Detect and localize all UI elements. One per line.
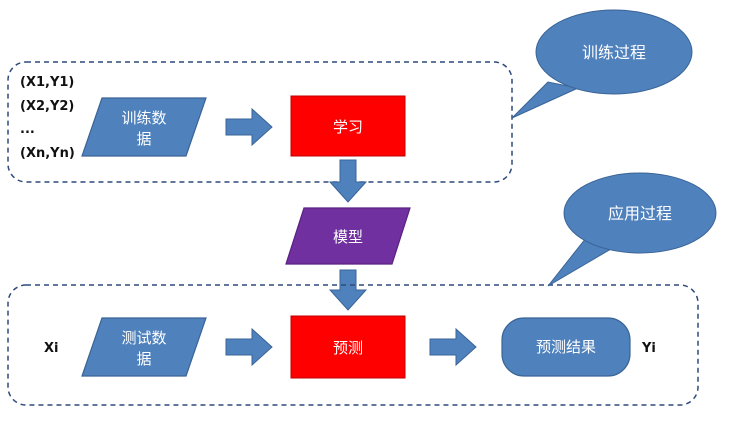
- application-callout: 应用过程: [547, 172, 717, 287]
- training-data-label-line2: 据: [136, 130, 151, 148]
- test-output-label: Yi: [641, 341, 656, 356]
- training-samples: (X1,Y1) (X2,Y2) ... (Xn,Yn): [20, 75, 75, 161]
- arrow-learn-to-model: [328, 159, 368, 203]
- sample-n: (Xn,Yn): [20, 146, 75, 161]
- test-data-node: 测试数 据: [81, 317, 207, 377]
- arrow-predict-to-result: [429, 327, 477, 367]
- test-data-shape: [81, 317, 207, 377]
- result-box: [501, 317, 631, 377]
- training-callout-label: 训练过程: [582, 43, 646, 62]
- training-region: [7, 61, 513, 183]
- predict-box: [290, 315, 406, 379]
- result-node: 预测结果: [501, 317, 631, 377]
- model-node: 模型: [285, 207, 411, 265]
- arrow-model-to-predict: [328, 269, 368, 311]
- sample-1: (X1,Y1): [20, 75, 74, 90]
- model-shape: [285, 207, 411, 265]
- sample-ellipsis: ...: [20, 122, 35, 137]
- application-callout-label: 应用过程: [608, 204, 672, 223]
- test-data-label-line2: 据: [136, 350, 151, 368]
- predict-label: 预测: [333, 339, 363, 357]
- learn-box: [290, 95, 406, 157]
- arrow-data-to-learn: [225, 107, 273, 147]
- training-callout: 训练过程: [511, 9, 693, 119]
- training-callout-bubble: [535, 9, 693, 95]
- training-data-shape: [81, 97, 207, 157]
- arrow-test-to-predict: [225, 327, 273, 367]
- model-label: 模型: [333, 228, 363, 246]
- training-data-node: 训练数 据: [81, 97, 207, 157]
- sample-2: (X2,Y2): [20, 99, 74, 114]
- test-input-label: Xi: [44, 341, 58, 356]
- training-callout-tail: [511, 81, 580, 119]
- result-label: 预测结果: [536, 338, 596, 356]
- learn-node: 学习: [290, 95, 406, 157]
- training-data-label-line1: 训练数: [121, 109, 166, 127]
- predict-node: 预测: [290, 315, 406, 379]
- application-region: [7, 284, 699, 406]
- test-data-label-line1: 测试数: [121, 329, 166, 347]
- learn-label: 学习: [333, 118, 363, 136]
- application-callout-bubble: [563, 172, 717, 254]
